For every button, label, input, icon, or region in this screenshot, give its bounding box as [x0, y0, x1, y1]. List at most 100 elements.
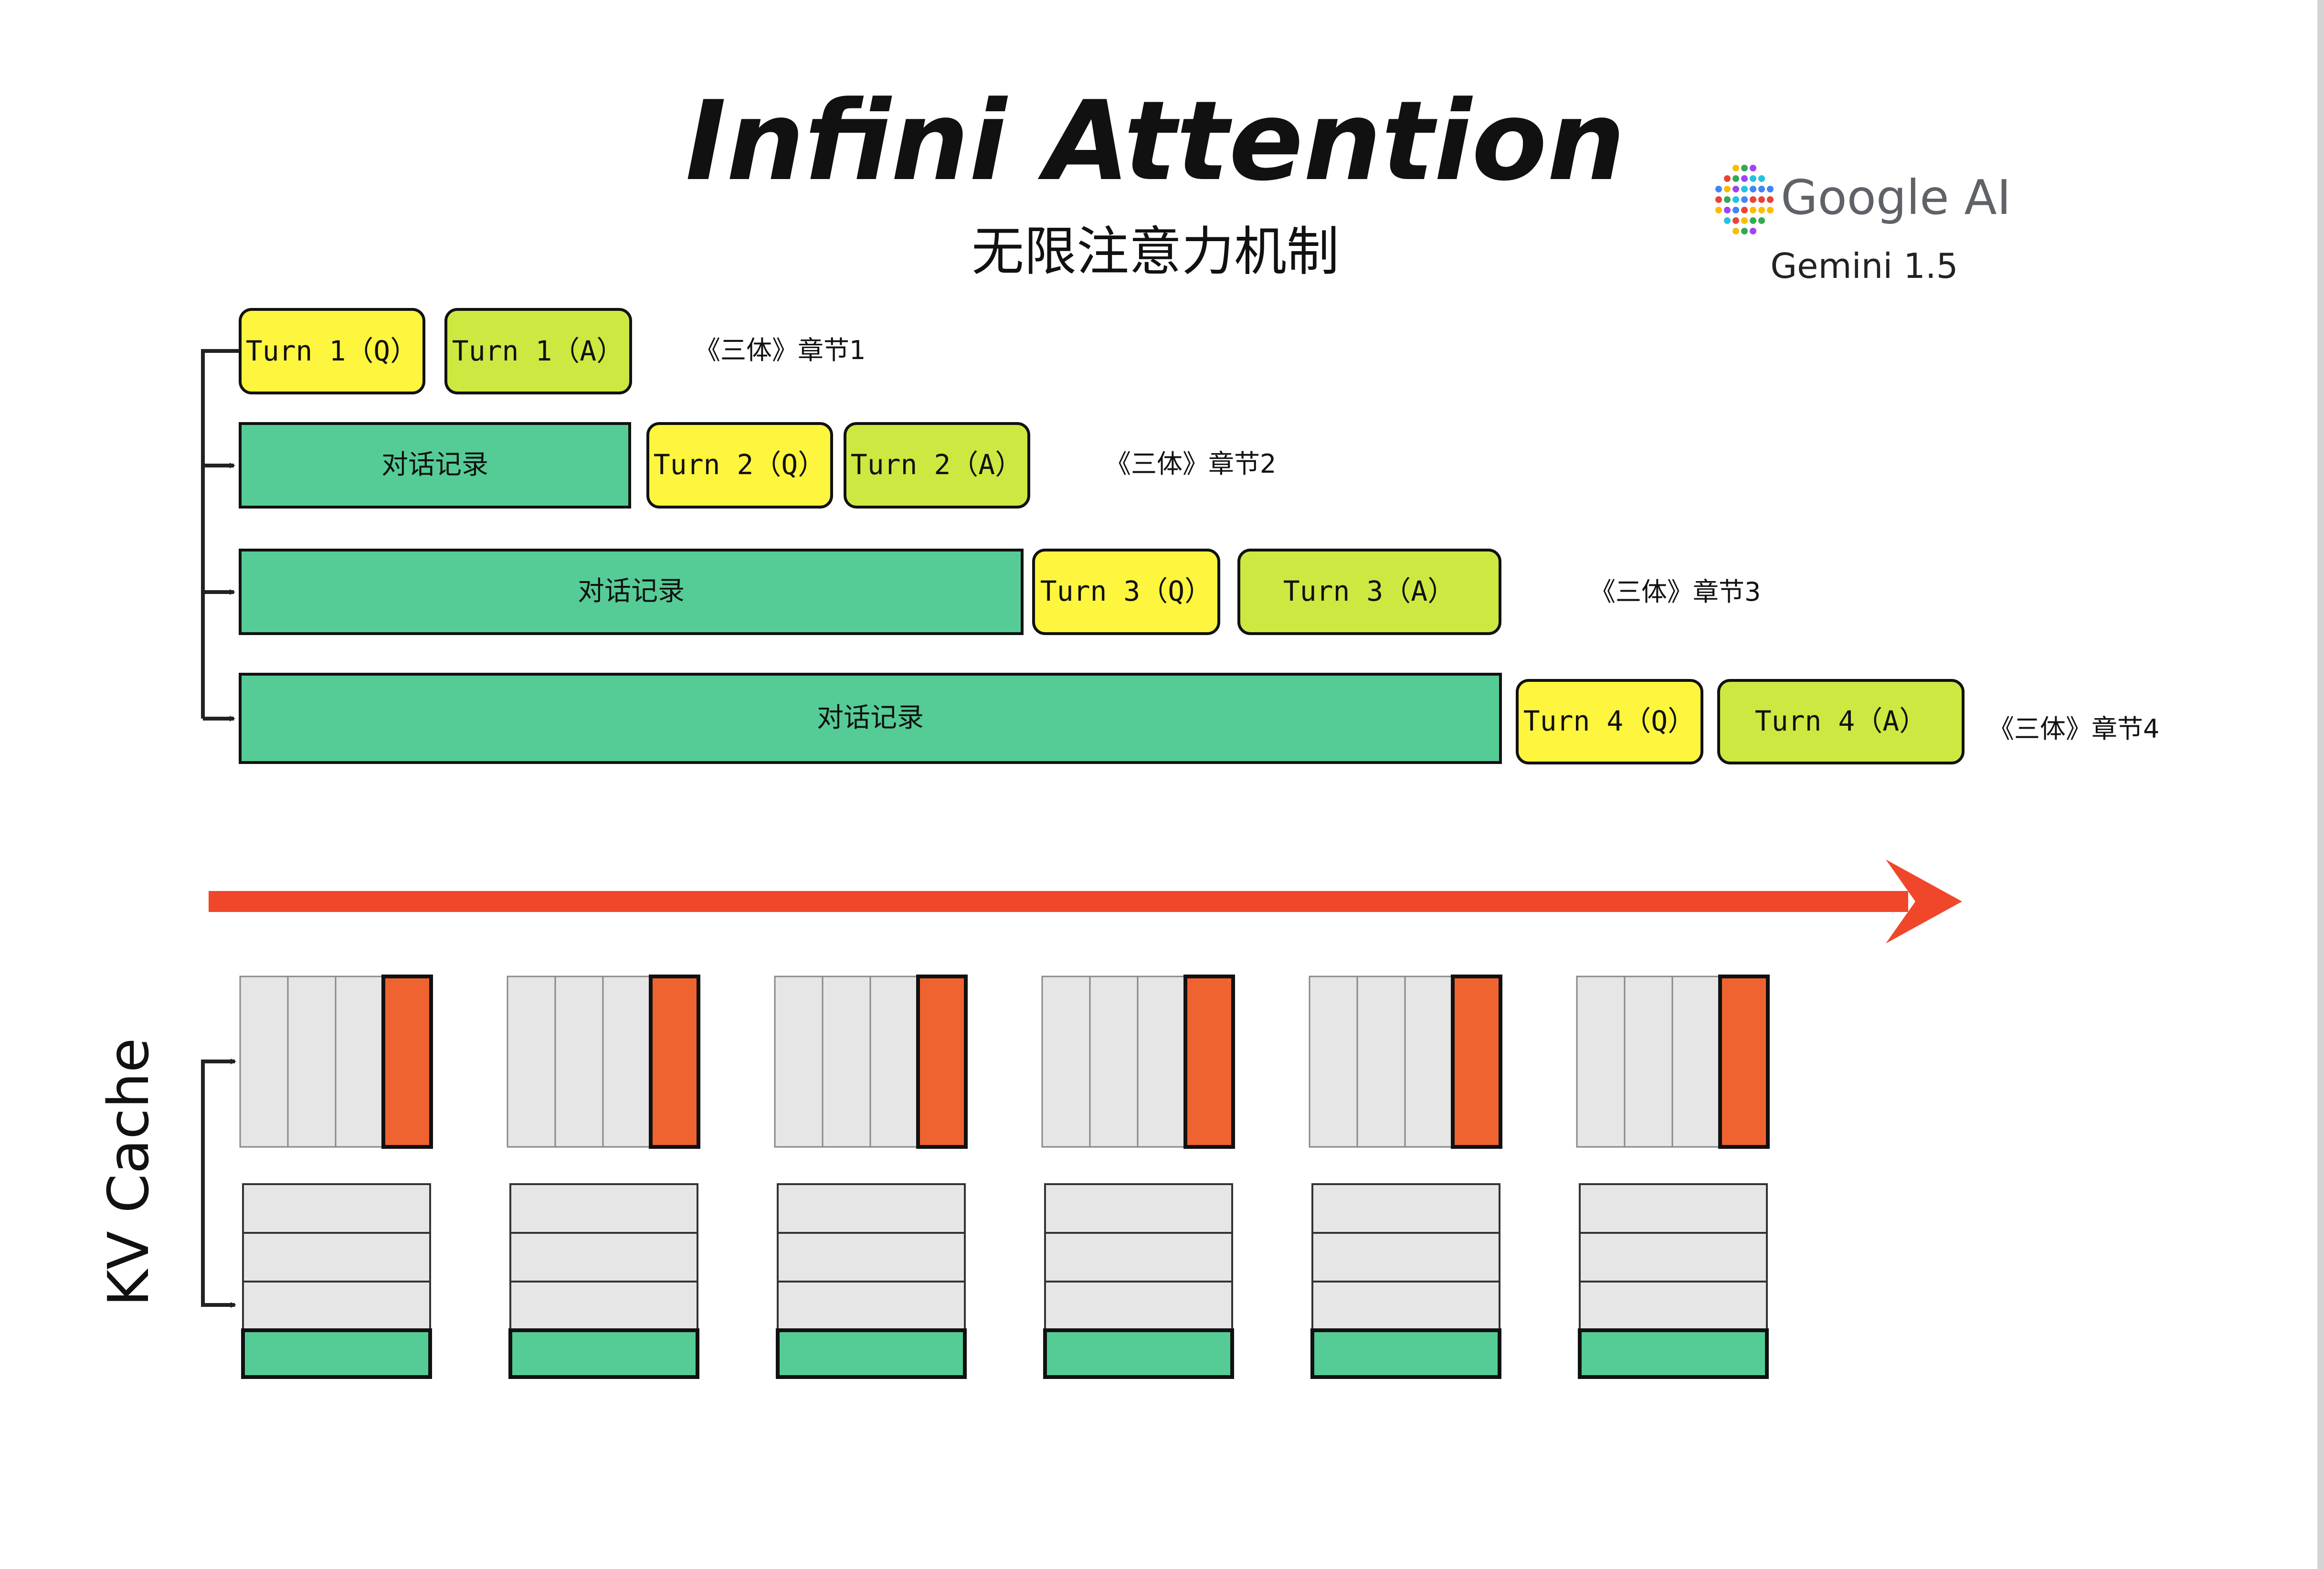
google-dot	[1732, 175, 1739, 182]
answer-box-2	[844, 422, 1030, 509]
google-dots-icon	[1715, 165, 1774, 234]
kv-value-cell-new	[776, 1328, 967, 1379]
google-dot	[1750, 165, 1756, 171]
kv-key-cell	[1404, 975, 1454, 1148]
google-dot	[1741, 186, 1748, 192]
kv-key-cell	[1089, 975, 1139, 1148]
kv-value-cell	[509, 1281, 698, 1331]
kv-value-cell	[1044, 1232, 1233, 1283]
answer-label-4: Turn 4（A）	[1755, 705, 1927, 737]
timeline-arrow-shaft	[209, 891, 1908, 912]
turn-row-4: 对话记录 Turn 4（Q） Turn 4（A） 《三体》章节4	[239, 673, 2159, 764]
timeline-arrow-head	[1886, 859, 1962, 944]
kv-value-cell	[242, 1183, 431, 1234]
kv-value-cell	[242, 1281, 431, 1331]
google-dot	[1732, 186, 1739, 192]
google-dot	[1741, 165, 1748, 171]
window-edge	[2317, 0, 2324, 1569]
question-box-1	[239, 308, 425, 394]
google-dot	[1758, 175, 1765, 182]
kv-key-cell	[554, 975, 604, 1148]
kv-value-cell	[1044, 1183, 1233, 1234]
question-box-2	[646, 422, 833, 509]
kv-value-cell	[242, 1232, 431, 1283]
kv-key-cell-new	[1451, 975, 1502, 1149]
kv-key-cell-new	[649, 975, 700, 1149]
chapter-label-1: 《三体》章节1	[695, 335, 866, 365]
google-dot	[1750, 228, 1756, 234]
google-dot	[1750, 175, 1756, 182]
kv-key-cell	[1309, 975, 1358, 1148]
google-dot	[1715, 186, 1722, 192]
google-dot	[1741, 217, 1748, 224]
history-label-2: 对话记录	[381, 449, 488, 480]
turn-row-1: Turn 1（Q） Turn 1（A） 《三体》章节1	[239, 308, 866, 394]
history-box-3	[239, 549, 1024, 635]
google-dot	[1741, 196, 1748, 203]
google-dot	[1750, 186, 1756, 192]
timeline-arrow	[209, 859, 1962, 944]
google-dot	[1724, 217, 1731, 224]
kv-value-cell	[1044, 1281, 1233, 1331]
kv-key-cell-new	[381, 975, 433, 1149]
kv-value-cell-new	[508, 1328, 699, 1379]
question-label-1: Turn 1（Q）	[246, 335, 418, 367]
row-bracket	[201, 349, 239, 721]
kv-key-cell	[822, 975, 871, 1148]
google-dot	[1732, 217, 1739, 224]
kv-key-cell	[869, 975, 919, 1148]
kv-cache-label: KV Cache	[95, 1038, 161, 1307]
google-dot	[1715, 207, 1722, 213]
kv-value-cell	[777, 1232, 966, 1283]
question-box-3	[1032, 549, 1220, 635]
kv-key-cell	[1671, 975, 1721, 1148]
google-dot	[1758, 196, 1765, 203]
google-dot	[1767, 186, 1774, 192]
google-dot	[1767, 196, 1774, 203]
google-dot	[1732, 207, 1739, 213]
kv-key-cell	[774, 975, 824, 1148]
kv-key-cell	[1137, 975, 1186, 1148]
chapter-label-3: 《三体》章节3	[1590, 577, 1761, 607]
google-dot	[1758, 186, 1765, 192]
kv-value-cell	[1311, 1232, 1500, 1283]
google-dot	[1767, 207, 1774, 213]
history-box-2	[239, 422, 631, 509]
kv-value-cell	[1579, 1183, 1768, 1234]
google-dot	[1732, 196, 1739, 203]
answer-box-4	[1717, 679, 1965, 764]
chapter-label-4: 《三体》章节4	[1988, 714, 2159, 744]
kv-key-cell	[1576, 975, 1626, 1148]
kv-key-cell	[602, 975, 652, 1148]
history-label-4: 对话记录	[817, 702, 924, 733]
google-dot	[1732, 228, 1739, 234]
kv-value-cell	[509, 1183, 698, 1234]
kv-key-cell-new	[1183, 975, 1235, 1149]
turn-row-2: 对话记录 Turn 2（Q） Turn 2（A） 《三体》章节2	[239, 422, 1276, 509]
google-dot	[1741, 175, 1748, 182]
answer-box-1	[444, 308, 632, 394]
google-dot	[1724, 207, 1731, 213]
question-label-2: Turn 2（Q）	[654, 448, 825, 481]
kv-key-cell-new	[1718, 975, 1770, 1149]
answer-label-1: Turn 1（A）	[452, 335, 624, 367]
google-ai-logo-text: Google AI	[1781, 170, 2011, 225]
kv-key-cell-new	[916, 975, 968, 1149]
google-dot	[1750, 217, 1756, 224]
kv-key-cell	[1041, 975, 1091, 1148]
google-dot	[1741, 228, 1748, 234]
google-ai-logo: Google AI	[1715, 165, 2011, 234]
history-label-3: 对话记录	[578, 576, 685, 607]
kv-value-cell-new	[241, 1328, 432, 1379]
chapter-label-2: 《三体》章节2	[1105, 449, 1276, 479]
answer-label-3: Turn 3（A）	[1283, 575, 1455, 607]
question-label-3: Turn 3（Q）	[1040, 575, 1212, 607]
answer-label-2: Turn 2（A）	[851, 448, 1023, 481]
google-dot	[1715, 196, 1722, 203]
kv-key-cell	[1624, 975, 1673, 1148]
google-dot	[1758, 207, 1765, 213]
kv-value-cell-new	[1578, 1328, 1769, 1379]
question-box-4	[1516, 679, 1703, 764]
google-dot	[1750, 196, 1756, 203]
